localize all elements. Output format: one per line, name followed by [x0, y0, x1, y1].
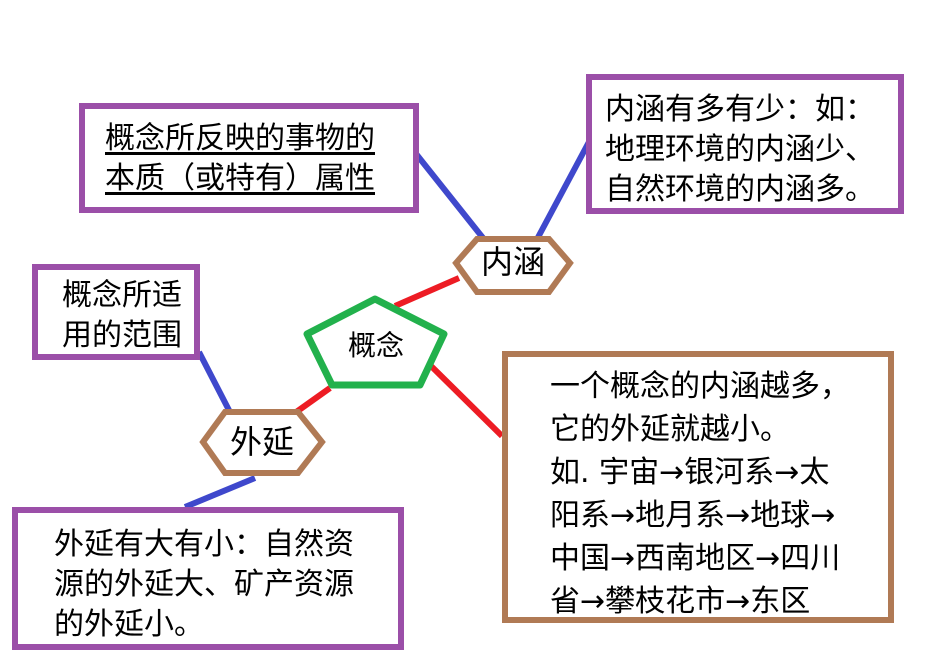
extension-label: 外延 [229, 423, 294, 461]
intension-definition-text: 概念所反映的事物的 本质（或特有）属性 [105, 121, 375, 196]
connector-extension-example [183, 475, 257, 510]
intension-label: 内涵 [480, 243, 545, 281]
intension-hexagon [452, 236, 574, 295]
connector-extension-definition [196, 350, 236, 420]
connector-concept-intension [393, 275, 461, 309]
intension-definition-box: 概念所反映的事物的 本质（或特有）属性 [79, 103, 419, 213]
connector-intension-example [532, 138, 593, 245]
relation-example-box: 一个概念的内涵越多， 它的外延就越小。 如. 宇宙→银河系→太 阳系→地月系→地… [502, 351, 894, 623]
relation-example-text: 一个概念的内涵越多， 它的外延就越小。 如. 宇宙→银河系→太 阳系→地月系→地… [550, 369, 850, 619]
extension-hexagon [199, 409, 326, 476]
concept-pentagon [303, 295, 448, 389]
extension-example-text: 外延有大有小：自然资 源的外延大、矿产资源 的外延小。 [54, 527, 354, 642]
intension-example-box: 内涵有多有少：如： 地理环境的内涵少、 自然环境的内涵多。 [586, 74, 904, 214]
extension-definition-box: 概念所适 用的范围 [32, 264, 200, 360]
connector-intension-definition [410, 148, 490, 245]
concept-label: 概念 [347, 329, 404, 362]
extension-definition-text: 概念所适 用的范围 [62, 278, 182, 353]
intension-example-text: 内涵有多有少：如： 地理环境的内涵少、 自然环境的内涵多。 [605, 92, 875, 207]
extension-example-box: 外延有大有小：自然资 源的外延大、矿产资源 的外延小。 [12, 507, 404, 650]
connector-concept-relation [425, 360, 505, 439]
